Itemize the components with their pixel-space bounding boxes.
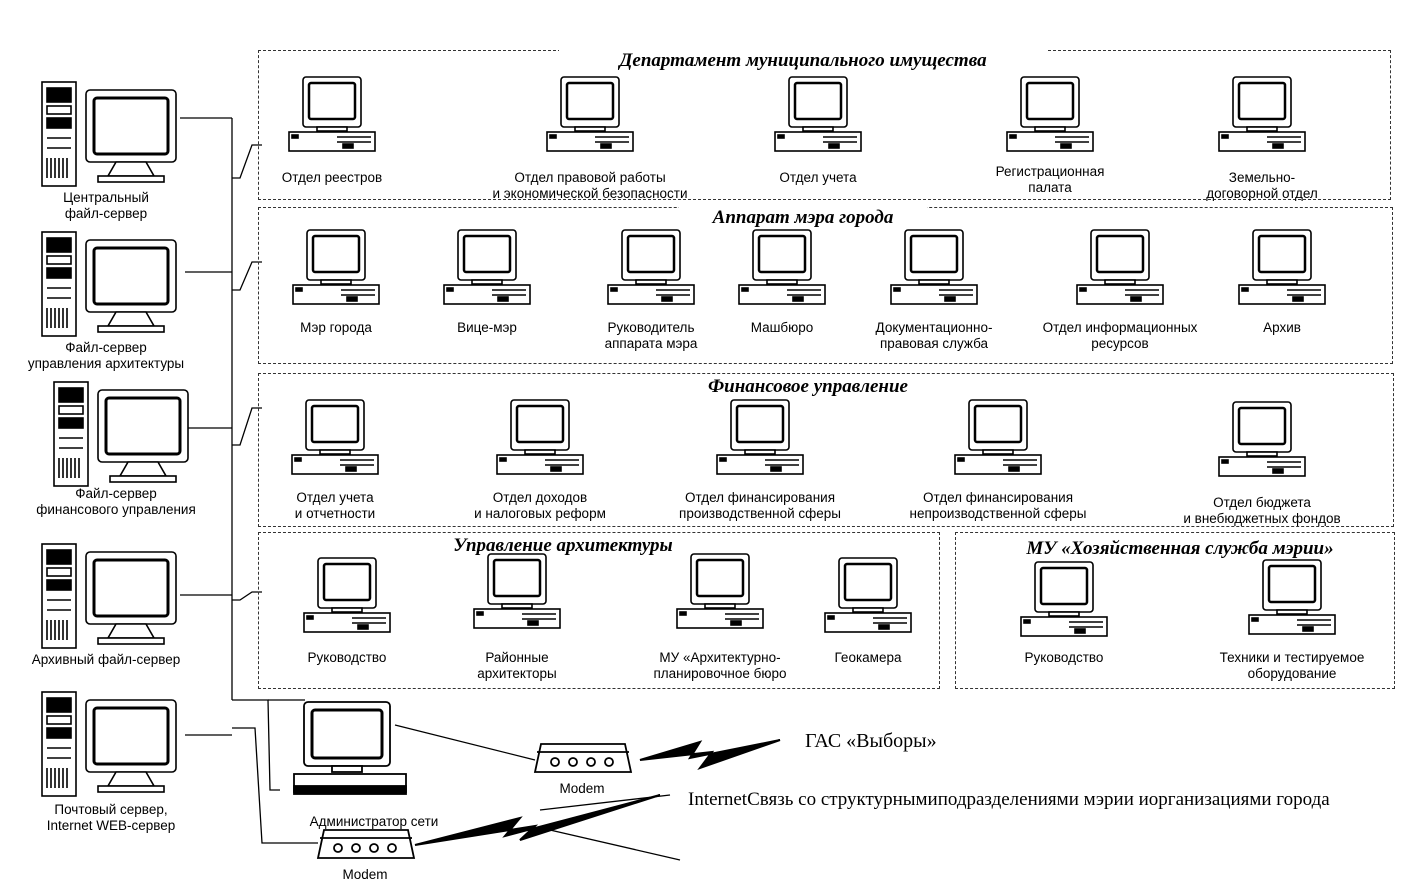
workstation-label: Руководство <box>307 650 387 665</box>
workstation-label: Вице-мэр <box>457 320 517 335</box>
group-finance: Финансовое управление <box>258 373 1394 527</box>
workstation-label: МУ «Архитектурно-планировочное бюро <box>653 650 787 681</box>
admin-workstation <box>290 700 410 800</box>
workstation-icon <box>291 228 381 306</box>
group-mayor: Аппарат мэра города <box>258 207 1393 364</box>
workstation-icon <box>545 75 635 153</box>
group-household: МУ «Хозяйственная служба мэрии» <box>955 532 1395 689</box>
server-central <box>38 78 188 198</box>
workstation-icon <box>773 75 863 153</box>
modem-upper <box>533 740 633 776</box>
server-label: Почтовый сервер,Internet WEB-сервер <box>46 802 176 833</box>
workstation-label: Архив <box>1263 320 1301 335</box>
group-title: Аппарат мэра города <box>679 207 927 229</box>
workstation-label: Мэр города <box>300 320 372 335</box>
modem-label: Modem <box>342 867 388 882</box>
workstation-icon <box>1247 558 1337 636</box>
group-dmi: Департамент муниципального имущества <box>258 50 1391 200</box>
workstation-icon <box>1217 400 1307 478</box>
server-archive <box>38 540 188 660</box>
modem-label: Modem <box>559 781 605 796</box>
group-title: Управление архитектуры <box>419 535 707 557</box>
workstation-icon <box>889 228 979 306</box>
workstation-icon <box>737 228 827 306</box>
workstation-icon <box>290 398 380 476</box>
workstation-icon <box>287 75 377 153</box>
workstation-label: Геокамера <box>834 650 902 665</box>
workstation-icon <box>823 556 913 634</box>
workstation-icon <box>472 552 562 630</box>
workstation-label: Земельно-договорной отдел <box>1206 170 1318 201</box>
workstation-icon <box>675 552 765 630</box>
workstation-icon <box>442 228 532 306</box>
workstation-icon <box>1005 75 1095 153</box>
group-architecture: Управление архитектуры <box>258 532 940 689</box>
workstation-icon <box>715 398 805 476</box>
group-title: Финансовое управление <box>674 376 942 398</box>
workstation-label: Отдел реестров <box>281 170 383 185</box>
server-architecture <box>38 228 188 348</box>
workstation-icon <box>302 556 392 634</box>
internet-label: InternetСвязь со структурнымиподразделен… <box>688 789 1330 810</box>
server-label: Архивный файл-сервер <box>31 652 181 667</box>
admin-label: Администратор сети <box>309 814 439 829</box>
server-finance <box>50 378 200 498</box>
workstation-label: Машбюро <box>750 320 814 335</box>
modem-lower <box>316 826 416 862</box>
workstation-icon <box>1237 228 1327 306</box>
workstation-label: Отдел учета <box>779 170 857 185</box>
server-mail <box>38 688 188 808</box>
workstation-icon <box>1075 228 1165 306</box>
workstation-label: Документационно-правовая служба <box>875 320 993 351</box>
gas-vybory-label: ГАС «Выборы» <box>805 730 937 752</box>
workstation-icon <box>1019 560 1109 638</box>
workstation-icon <box>953 398 1043 476</box>
group-title: МУ «Хозяйственная служба мэрии» <box>981 538 1379 560</box>
workstation-icon <box>606 228 696 306</box>
group-title: Департамент муниципального имущества <box>559 50 1047 72</box>
workstation-icon <box>495 398 585 476</box>
workstation-label: Руководство <box>1024 650 1104 665</box>
workstation-icon <box>1217 75 1307 153</box>
